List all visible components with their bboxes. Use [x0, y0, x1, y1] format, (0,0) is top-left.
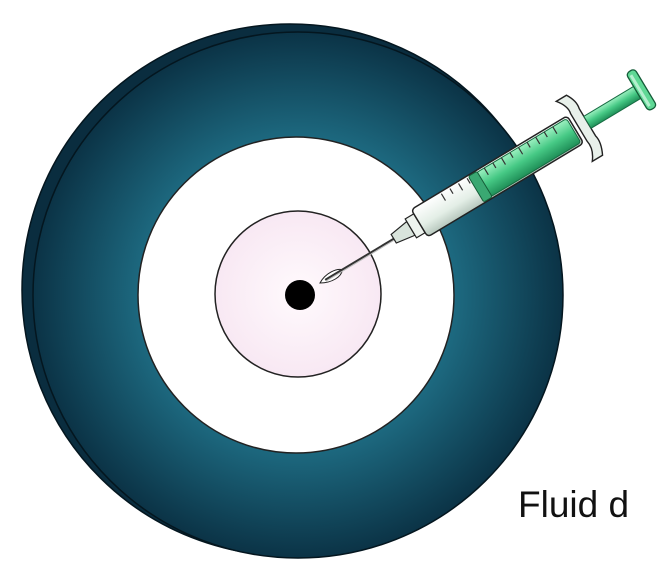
target-disc-icon [22, 24, 563, 558]
plunger-rod [584, 86, 641, 128]
center-dot [285, 280, 315, 310]
caption-text: Fluid d [518, 484, 629, 526]
